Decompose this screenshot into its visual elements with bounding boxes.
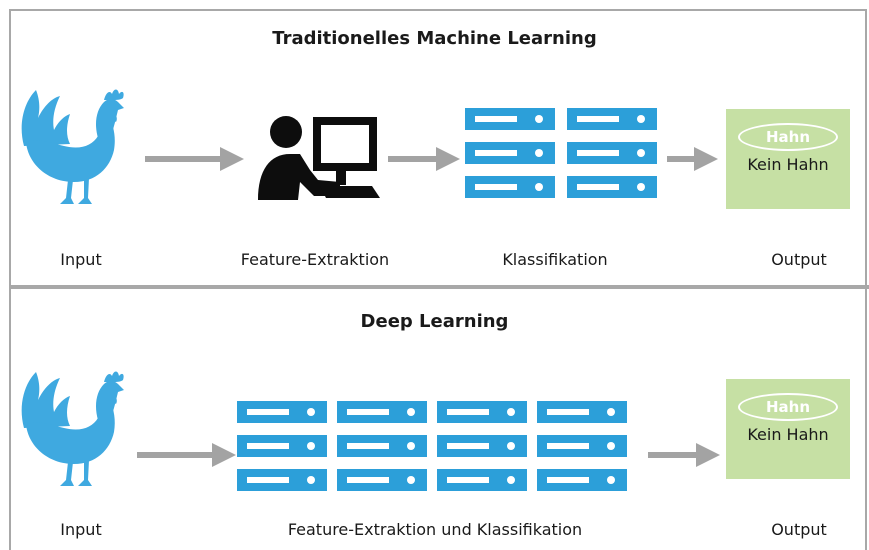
top-label-feature-extraktion: Feature-Extraktion (240, 250, 390, 269)
bottom-output-box: Hahn Kein Hahn (726, 379, 850, 479)
top-output-box: Hahn Kein Hahn (726, 109, 850, 209)
bottom-label-feature-und-klassifikation: Feature-Extraktion und Klassifikation (287, 520, 583, 539)
top-label-output: Output (771, 250, 827, 269)
server-rack-icon (465, 108, 657, 198)
top-label-klassifikation: Klassifikation (502, 250, 608, 269)
bottom-section-title: Deep Learning (360, 311, 509, 332)
top-output-hahn: Hahn (738, 123, 838, 151)
arrow-feature-to-classification (388, 147, 460, 171)
server-rack-icon-deep (237, 401, 627, 491)
arrow-input-to-deep (137, 443, 236, 467)
bottom-output-hahn: Hahn (738, 393, 838, 421)
bottom-output-kein-hahn: Kein Hahn (747, 425, 829, 444)
section-divider (9, 285, 869, 289)
top-output-kein-hahn: Kein Hahn (747, 155, 829, 174)
diagram-frame (9, 9, 867, 550)
top-label-input: Input (60, 250, 102, 269)
rooster-icon (21, 89, 124, 204)
person-at-computer-icon (258, 116, 380, 200)
arrow-input-to-feature (145, 147, 244, 171)
arrow-deep-to-output (648, 443, 720, 467)
rooster-icon-bottom (21, 371, 124, 486)
top-section-title: Traditionelles Machine Learning (272, 28, 597, 49)
bottom-label-input: Input (60, 520, 102, 539)
bottom-label-output: Output (771, 520, 827, 539)
arrow-classification-to-output (667, 147, 718, 171)
